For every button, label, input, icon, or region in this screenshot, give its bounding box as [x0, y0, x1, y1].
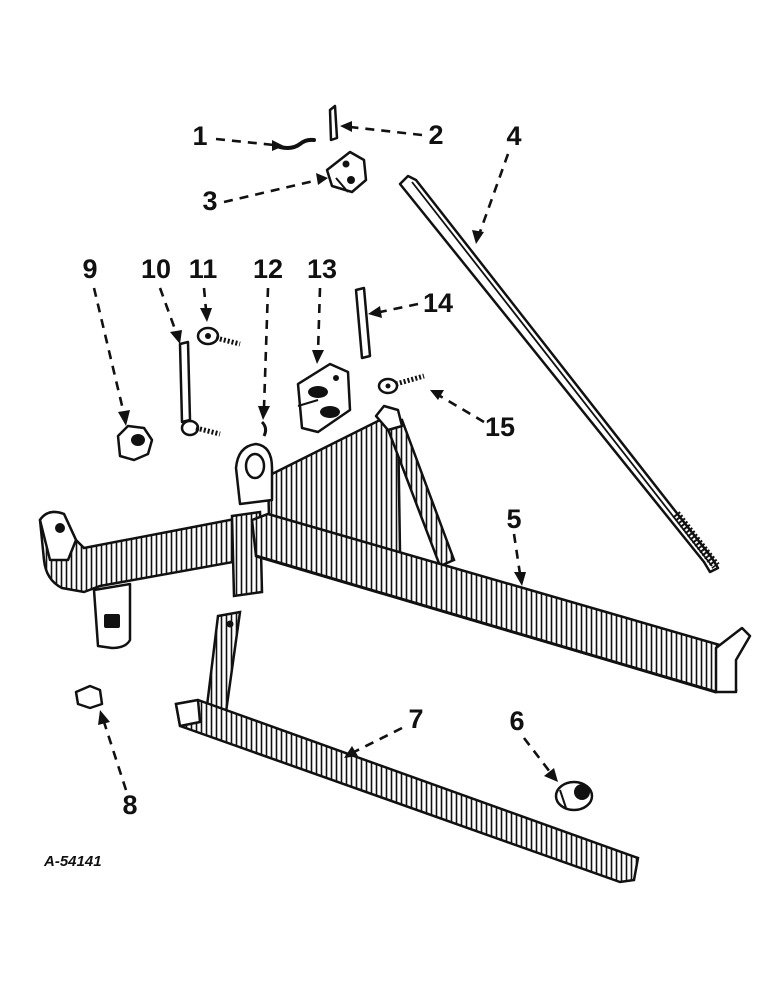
- callout-label: 11: [189, 254, 218, 284]
- part-15-eye-bolt: [377, 373, 425, 395]
- part-5-main-frame: [38, 404, 752, 694]
- part-14-pin: [354, 286, 372, 360]
- callout-label: 4: [506, 121, 521, 151]
- callout-label: 6: [509, 706, 524, 736]
- callout-8: 8: [98, 710, 138, 820]
- callout-label: 7: [408, 704, 423, 734]
- callout-label: 2: [428, 120, 443, 150]
- part-1-clip: [278, 137, 316, 150]
- callout-label: 12: [253, 254, 283, 284]
- part-3-bracket: [325, 150, 368, 194]
- part-13-hinge-bracket: [296, 362, 352, 434]
- part-9-nut: [116, 424, 154, 462]
- diagram-reference-number: A-54141: [43, 853, 102, 870]
- callout-2: 2: [340, 120, 444, 150]
- callout-3: 3: [202, 173, 328, 216]
- callout-1: 1: [192, 121, 284, 151]
- callout-label: 15: [485, 412, 515, 442]
- callout-label: 14: [423, 288, 453, 318]
- part-11-eye-bolt: [196, 326, 241, 347]
- part-6-collar: [554, 780, 594, 812]
- callout-label: 3: [202, 186, 217, 216]
- callout-label: 1: [192, 121, 207, 151]
- part-10-eye-bolt: [178, 340, 221, 437]
- callout-10: 10: [141, 254, 182, 344]
- part-8-clip: [74, 684, 104, 710]
- part-12-cotter-pin: [260, 420, 268, 437]
- callout-15: 15: [430, 390, 515, 442]
- callout-label: 10: [141, 254, 171, 284]
- callout-13: 13: [307, 254, 337, 364]
- callout-label: 9: [82, 254, 97, 284]
- callout-4: 4: [472, 121, 522, 244]
- callout-9: 9: [82, 254, 130, 426]
- callout-11: 11: [189, 254, 218, 322]
- part-4-long-rod: [398, 174, 720, 574]
- callout-label: 5: [506, 504, 521, 534]
- callout-12: 12: [253, 254, 283, 420]
- callout-6: 6: [509, 706, 558, 782]
- callout-label: 8: [122, 790, 137, 820]
- callout-7: 7: [344, 704, 424, 758]
- callout-5: 5: [506, 504, 526, 586]
- part-2-pin: [328, 104, 339, 142]
- callout-14: 14: [368, 288, 453, 318]
- callout-label: 13: [307, 254, 337, 284]
- part-7-cross-bar: [174, 610, 640, 884]
